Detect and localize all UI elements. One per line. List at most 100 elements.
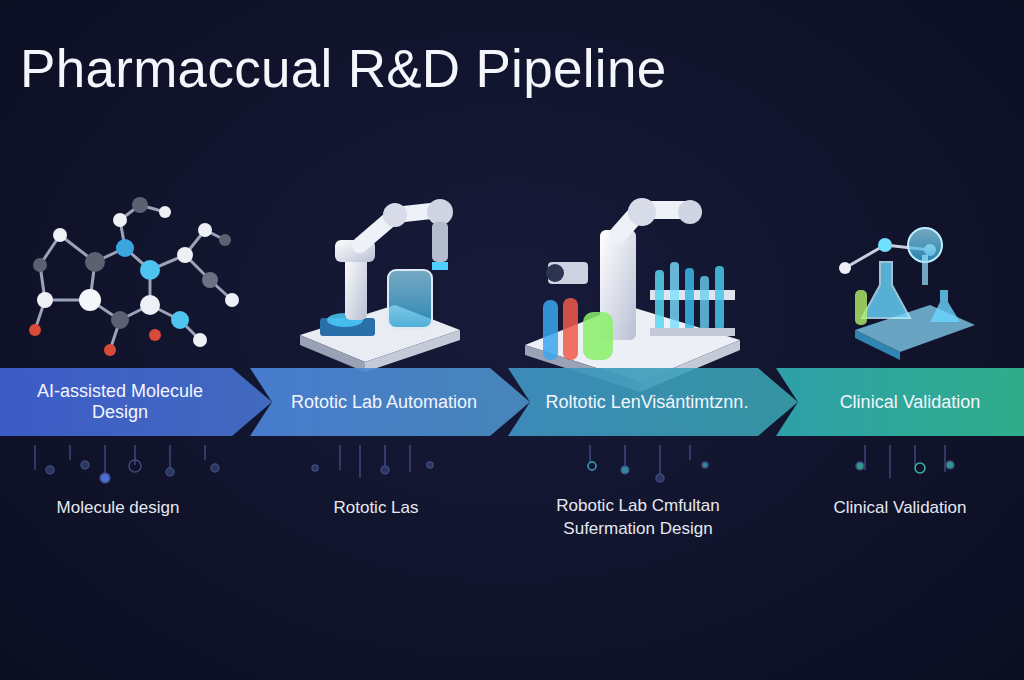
- molecule-illustration-part: [193, 333, 207, 347]
- flask-illustration-part: [862, 262, 910, 318]
- decorative-dots-part: [134, 445, 136, 465]
- molecule-illustration-part: [29, 197, 239, 356]
- molecule-illustration-part: [177, 247, 193, 263]
- robotic-arm-illustration-part: [432, 262, 448, 270]
- molecule-illustration-part: [140, 260, 160, 280]
- lab-automation-illustration-part: [678, 200, 702, 224]
- lab-automation-illustration: [525, 198, 740, 392]
- lab-automation-illustration-part: [583, 312, 613, 360]
- lab-automation-illustration-part: [655, 270, 664, 330]
- flask-illustration-part: [922, 255, 928, 285]
- stage-caption: Robotic Lab Cmfultan Sufermation Design: [543, 494, 733, 540]
- decorative-dots-part: [944, 445, 946, 472]
- decorative-dots-part: [81, 461, 89, 469]
- stage-text-box: Clinical Validation: [776, 368, 1024, 436]
- molecule-illustration-part: [79, 289, 101, 311]
- stage-caption: Molecule design: [8, 496, 228, 519]
- molecule-illustration-part: [149, 329, 161, 341]
- robotic-arm-illustration: [300, 199, 460, 372]
- robotic-arm-illustration-part: [388, 270, 432, 328]
- decorative-dots-part: [914, 445, 916, 465]
- robotic-arm-illustration-part: [432, 222, 448, 262]
- decorative-dots-part: [621, 466, 629, 474]
- stage-text-group: Clinical Validation: [840, 392, 981, 413]
- molecule-illustration-part: [159, 206, 171, 218]
- molecule-illustration-part: [198, 223, 212, 237]
- stage-label: Rototic Lab Automation: [291, 392, 477, 413]
- flask-illustration: [839, 228, 975, 360]
- lab-automation-illustration-part: [670, 262, 679, 330]
- stage-text-group: Rototic Lab Automation: [291, 392, 477, 413]
- flask-illustration-part: [839, 262, 851, 274]
- lab-automation-illustration-part: [543, 300, 558, 360]
- pipeline-stage: AI-assisted Molecule Design: [0, 368, 272, 436]
- lab-automation-illustration-part: [563, 298, 578, 360]
- stage-caption: Clinical Validation: [790, 496, 1010, 519]
- stage-text-box: AI-assisted Molecule Design: [0, 368, 272, 436]
- stage-label: Roltotic LenVisántimtznn.: [546, 392, 749, 413]
- decorative-dots-part: [889, 445, 891, 478]
- decorative-dots-part: [204, 445, 206, 460]
- molecule-illustration-part: [85, 252, 105, 272]
- robotic-arm-illustration-part: [383, 203, 407, 227]
- flask-illustration-part: [930, 290, 960, 322]
- decorative-dots-part: [659, 445, 661, 478]
- molecule-illustration: [29, 197, 239, 356]
- chevron-shape: [776, 368, 1024, 436]
- molecule-illustration-part: [37, 292, 53, 308]
- decorative-dots-part: [46, 466, 54, 474]
- decorative-dots-part: [588, 462, 596, 470]
- decorative-dots-part: [129, 460, 141, 472]
- decorative-dots-part: [34, 445, 36, 470]
- lab-automation-illustration-part: [628, 198, 656, 226]
- lab-automation-illustration-part: [700, 276, 709, 330]
- molecule-illustration-part: [225, 293, 239, 307]
- decorative-dots-part: [312, 465, 318, 471]
- diagram-title: Pharmaccual R&D Pipeline: [20, 38, 666, 99]
- decorative-dots-part: [100, 473, 110, 483]
- stage-text-box: Rototic Lab Automation: [250, 368, 530, 436]
- stage-text-group: AI-assisted Molecule Design: [10, 381, 230, 423]
- molecule-illustration-part: [113, 213, 127, 227]
- decorative-dots-part: [69, 445, 71, 460]
- decorative-dots-part: [339, 445, 341, 470]
- molecule-illustration-part: [111, 311, 129, 329]
- molecule-illustration-part: [29, 324, 41, 336]
- flask-illustration-part: [855, 290, 867, 325]
- decorative-dots-part: [589, 445, 591, 462]
- robotic-arm-illustration-part: [365, 330, 460, 372]
- chevron-shape: [508, 368, 798, 436]
- pipeline-stage: Clinical Validation: [776, 368, 1024, 436]
- flask-illustration-part: [878, 238, 892, 252]
- decorative-dots-part: [427, 462, 433, 468]
- decorative-dots-part: [409, 445, 411, 472]
- decorative-dots-part: [689, 445, 691, 460]
- chevron-shape: [250, 368, 530, 436]
- lab-automation-illustration-part: [685, 268, 694, 330]
- decorative-dots-part: [915, 463, 925, 473]
- decorative-dots-part: [656, 474, 664, 482]
- decorative-dots-part: [211, 464, 219, 472]
- stage-label: Clinical Validation: [840, 392, 981, 413]
- lab-automation-illustration-part: [715, 266, 724, 330]
- decorative-dots-part: [856, 462, 864, 470]
- decorative-dots-part: [381, 466, 389, 474]
- robotic-arm-illustration-part: [427, 199, 453, 225]
- chevron-shape: [0, 368, 272, 436]
- decorative-dots-part: [384, 445, 386, 465]
- molecule-illustration-part: [202, 272, 218, 288]
- molecule-illustration-part: [132, 197, 148, 213]
- molecule-illustration-part: [140, 295, 160, 315]
- flask-illustration-part: [855, 330, 900, 360]
- robotic-arm-illustration-part: [300, 335, 365, 372]
- molecule-illustration-part: [219, 234, 231, 246]
- decorative-dots-part: [946, 461, 954, 469]
- stage-text-group: Roltotic LenVisántimtznn.: [546, 392, 749, 413]
- molecule-illustration-part: [104, 344, 116, 356]
- molecule-illustration-part: [116, 239, 134, 257]
- decorative-dots: [35, 445, 954, 483]
- stage-label: AI-assisted Molecule Design: [10, 381, 230, 423]
- pipeline-stage: Rototic Lab Automation: [250, 368, 530, 436]
